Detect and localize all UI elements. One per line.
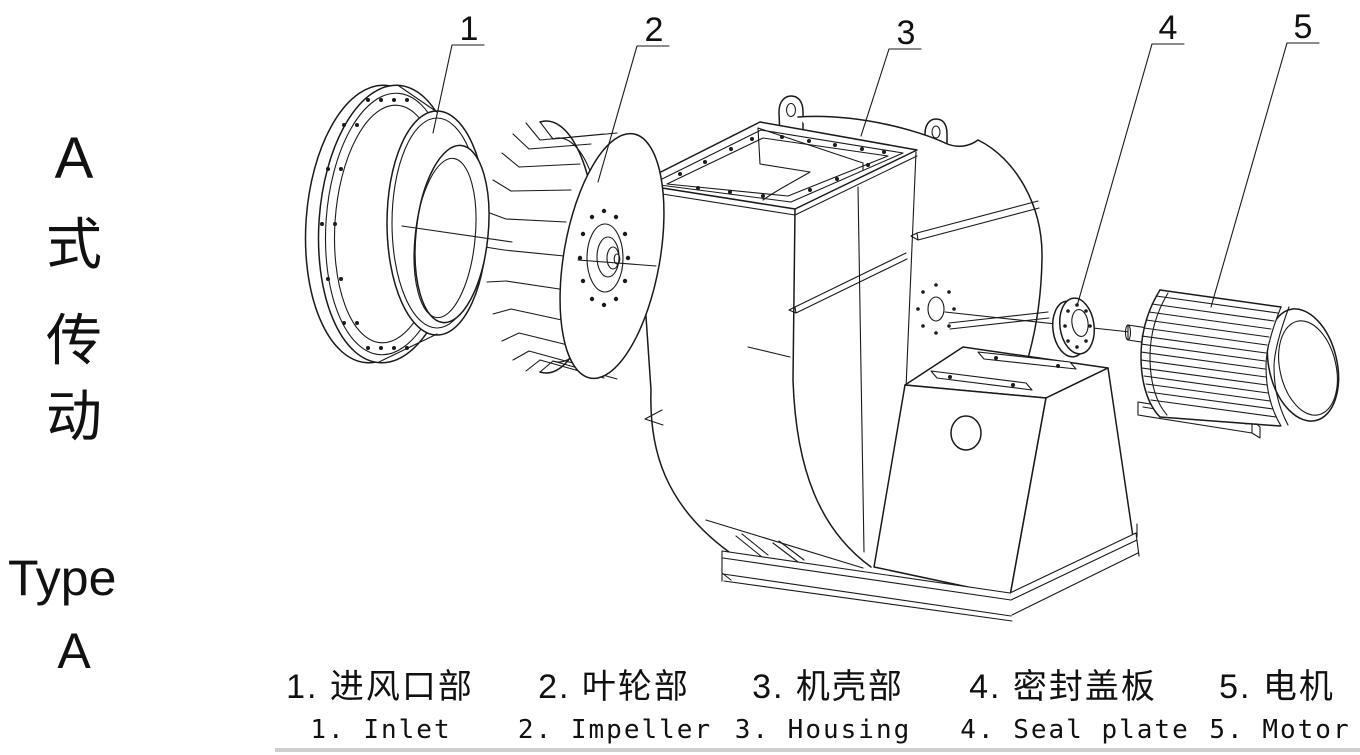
side-title-char-dong: 动 — [46, 385, 102, 448]
inlet-drawing — [304, 84, 513, 364]
part-callout-1: 1 — [460, 10, 479, 48]
legend-item-3-en: 3. Housing — [735, 715, 912, 745]
base-frame — [721, 523, 1140, 622]
leader-line-4 — [1076, 43, 1185, 307]
blade-rim-rungs — [484, 121, 554, 373]
side-title-char-shi: 式 — [46, 213, 102, 276]
motor-end-cap — [1266, 308, 1340, 422]
stiffener-strips — [788, 200, 1050, 330]
legend-item-3-zh: 3. 机壳部 — [752, 668, 904, 706]
part-callout-3: 3 — [897, 14, 916, 52]
legend-item-2-zh: 2. 叶轮部 — [538, 668, 690, 706]
inlet-centerline — [401, 225, 513, 243]
seal-plate-drawing — [1051, 297, 1096, 358]
part-callout-2: 2 — [645, 11, 664, 49]
motor-drawing — [1124, 289, 1340, 439]
legend-item-4-en: 4. Seal plate — [960, 715, 1190, 745]
axis-centerline — [944, 311, 1131, 333]
leader-line-5 — [1210, 42, 1320, 308]
legend-item-1-zh: 1. 进风口部 — [286, 668, 474, 706]
motor-fins — [1140, 295, 1279, 418]
impeller-centerline — [577, 259, 657, 267]
legend-item-4-zh: 4. 密封盖板 — [969, 668, 1157, 706]
impeller-drawing — [484, 120, 665, 380]
shaft-hole — [916, 283, 956, 335]
side-title: A 式 传 动 Type A — [8, 126, 116, 679]
side-title-type-letter: A — [57, 623, 91, 679]
motor-pedestal — [873, 346, 1134, 597]
legend-item-5-en: 5. Motor — [1209, 715, 1350, 745]
bottom-divider — [275, 748, 1360, 752]
callout-leaders: 1 2 3 4 5 — [432, 8, 1320, 308]
side-title-char-a: A — [55, 126, 94, 191]
impeller-hub — [577, 208, 631, 308]
part-callout-5: 5 — [1294, 8, 1313, 46]
side-title-type: Type — [8, 550, 116, 606]
leader-line-2 — [597, 45, 670, 183]
leader-line-1 — [432, 44, 485, 134]
discharge-flange — [636, 121, 918, 216]
legend-item-2-en: 2. Impeller — [518, 715, 712, 745]
legend-item-5-zh: 5. 电机 — [1219, 668, 1335, 706]
side-title-char-chuan: 传 — [46, 309, 102, 372]
legend-item-1-en: 1. Inlet — [310, 715, 451, 745]
leader-line-3 — [860, 48, 922, 137]
legend: 1. 进风口部 2. 叶轮部 3. 机壳部 4. 密封盖板 5. 电机 1. I… — [286, 668, 1350, 745]
part-callout-4: 4 — [1159, 9, 1178, 47]
housing-drawing — [636, 95, 1140, 622]
